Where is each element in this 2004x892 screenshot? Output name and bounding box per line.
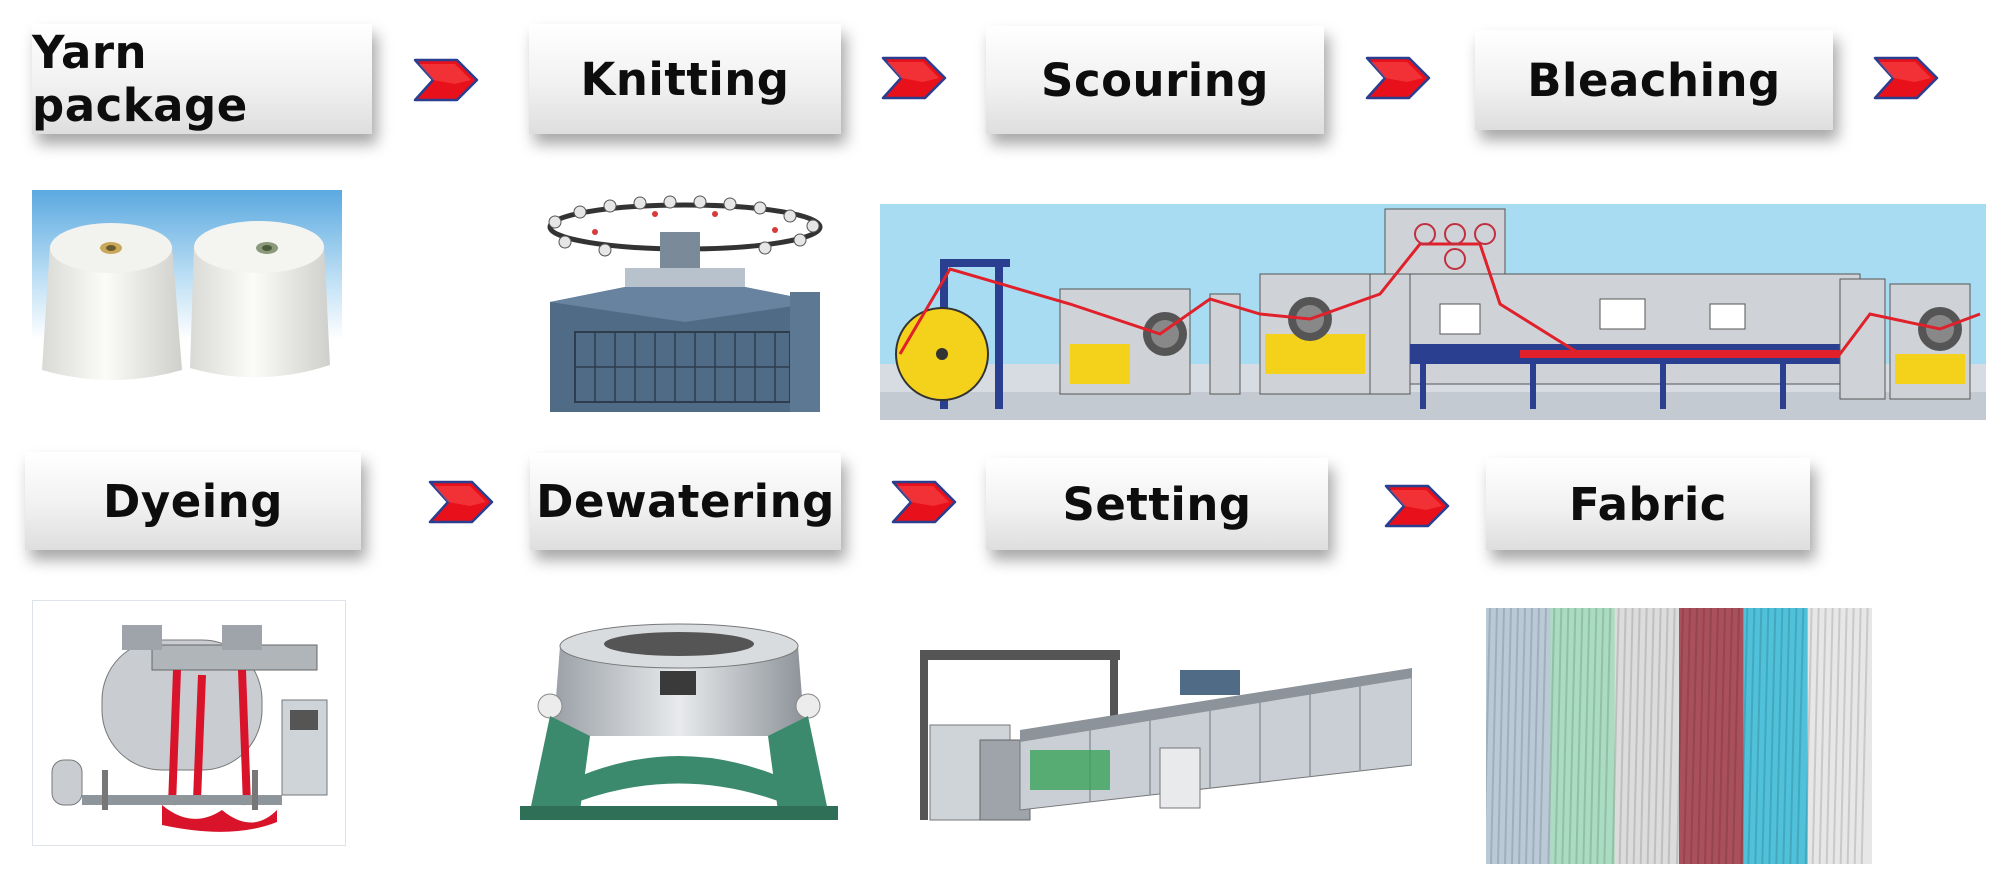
fabric-rib [1547, 608, 1556, 864]
fabric-rib [1611, 608, 1620, 864]
fabric-rib [1761, 608, 1770, 864]
fabric-rib [1796, 608, 1805, 864]
fabric-rib [1589, 608, 1598, 864]
fabric-rib [1497, 608, 1505, 864]
fabric-swatch [1486, 608, 1552, 864]
fabric-swatches-image [1486, 608, 1872, 864]
fabric-rib [1639, 608, 1648, 864]
fabric-rib [1747, 608, 1756, 864]
step-setting: Setting [986, 458, 1328, 550]
fabric-rib [1554, 608, 1563, 864]
fabric-rib [1740, 608, 1749, 864]
fabric-rib [1846, 608, 1855, 864]
fabric-rib [1704, 608, 1712, 864]
step-label: Setting [1062, 477, 1252, 531]
scouring-bleaching-range-image [880, 204, 1986, 420]
fabric-rib [1690, 608, 1698, 864]
fabric-rib [1804, 608, 1813, 864]
fabric-rib [1683, 608, 1691, 864]
fabric-rib [1596, 608, 1605, 864]
fabric-swatch [1614, 608, 1680, 864]
chevron-right-icon [881, 54, 947, 102]
fabric-rib [1525, 608, 1533, 864]
fabric-swatch [1743, 608, 1809, 864]
fabric-rib [1667, 608, 1676, 864]
step-scouring: Scouring [986, 26, 1324, 134]
chevron-right-icon [1384, 482, 1450, 530]
step-bleaching: Bleaching [1475, 30, 1833, 130]
stenter-setting-machine-image [920, 630, 1412, 830]
fabric-rib [1860, 608, 1869, 864]
dyeing-machine-image [32, 600, 346, 846]
step-label: Dewatering [536, 475, 835, 528]
chevron-right-icon [413, 56, 479, 104]
fabric-rib [1754, 608, 1763, 864]
fabric-rib [1582, 608, 1591, 864]
chevron-right-icon [891, 478, 957, 526]
fabric-rib [1539, 608, 1547, 864]
step-fabric: Fabric [1486, 458, 1810, 550]
fabric-rib [1603, 608, 1612, 864]
fabric-rib [1725, 608, 1733, 864]
fabric-rib [1532, 608, 1540, 864]
fabric-rib [1575, 608, 1584, 864]
fabric-rib [1568, 608, 1577, 864]
fabric-rib [1711, 608, 1719, 864]
fabric-rib [1811, 608, 1820, 864]
fabric-rib [1789, 608, 1798, 864]
fabric-rib [1732, 608, 1740, 864]
chevron-right-icon [1873, 54, 1939, 102]
step-dyeing: Dyeing [25, 452, 361, 550]
fabric-rib [1504, 608, 1512, 864]
fabric-rib [1839, 608, 1848, 864]
fabric-rib [1825, 608, 1834, 864]
fabric-rib [1486, 608, 1491, 822]
fabric-rib [1818, 608, 1827, 864]
fabric-rib [1632, 608, 1641, 864]
step-label: Fabric [1569, 477, 1727, 531]
fabric-swatch [1807, 608, 1872, 864]
step-label: Bleaching [1527, 53, 1781, 107]
fabric-rib [1660, 608, 1669, 864]
step-knitting: Knitting [529, 24, 841, 134]
step-label: Yarn package [32, 26, 248, 132]
step-yarn-package: Yarn package [32, 24, 372, 134]
fabric-rib [1697, 608, 1705, 864]
fabric-rib [1676, 608, 1684, 864]
fabric-rib [1518, 608, 1526, 864]
fabric-rib [1561, 608, 1570, 864]
fabric-rib [1768, 608, 1777, 864]
fabric-rib [1490, 608, 1498, 864]
fabric-swatch [1550, 608, 1616, 864]
fabric-rib [1511, 608, 1519, 864]
yarn-cones-image [32, 190, 342, 390]
fabric-rib [1832, 608, 1841, 864]
fabric-rib [1646, 608, 1655, 864]
circular-knitting-machine-image [535, 192, 825, 416]
centrifuge-dewatering-image [520, 616, 838, 826]
fabric-rib [1782, 608, 1791, 864]
fabric-rib [1853, 608, 1862, 864]
fabric-rib [1653, 608, 1662, 864]
step-label: Dyeing [103, 474, 283, 528]
chevron-right-icon [428, 478, 494, 526]
fabric-rib [1775, 608, 1784, 864]
step-label: Scouring [1041, 53, 1269, 107]
fabric-rib [1618, 608, 1627, 864]
fabric-rib [1625, 608, 1634, 864]
fabric-rib [1718, 608, 1726, 864]
fabric-swatch [1679, 608, 1745, 864]
step-label: Knitting [580, 52, 790, 106]
chevron-right-icon [1365, 54, 1431, 102]
step-dewatering: Dewatering [530, 453, 841, 550]
